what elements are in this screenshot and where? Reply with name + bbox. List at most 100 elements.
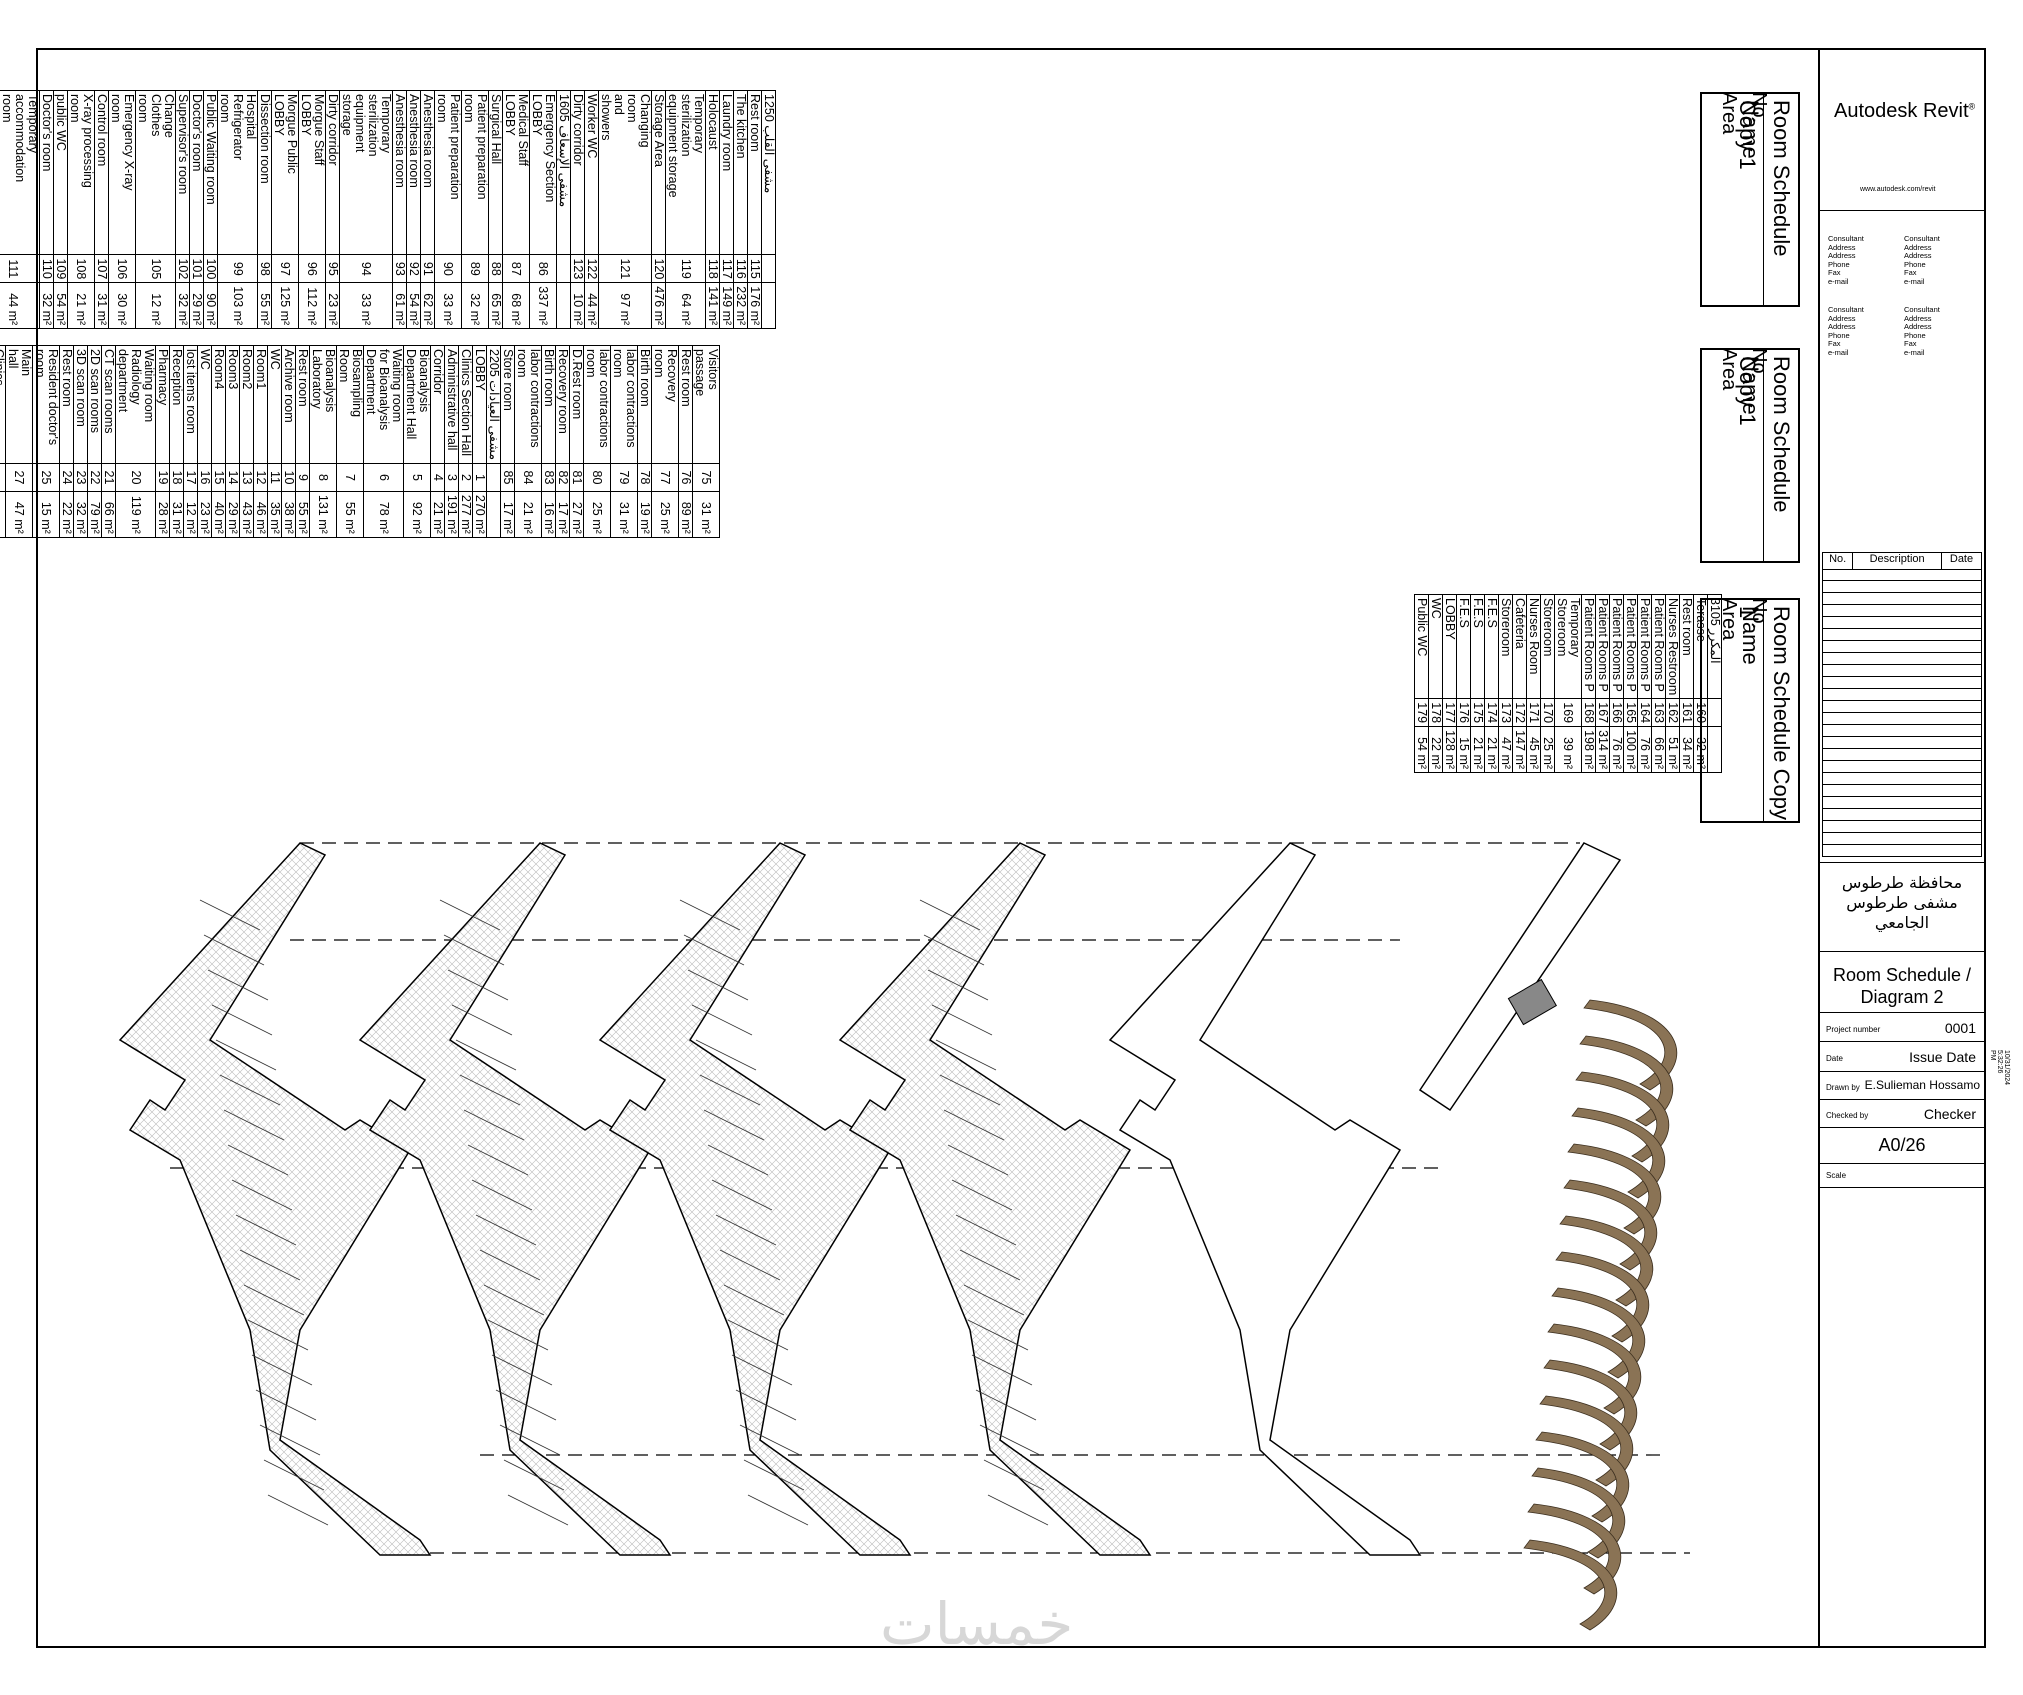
partition-wall <box>203 934 265 966</box>
drawn-by-value: E.Sulieman Hossamo <box>1864 1078 1980 1092</box>
floor-outline <box>838 842 1152 1556</box>
partition-wall <box>259 1424 321 1456</box>
partition-wall <box>507 1494 569 1526</box>
partition-wall <box>491 1354 553 1386</box>
checked-by-label: Checked by <box>1826 1111 1869 1120</box>
project-name-line-1: محافظة طرطوس <box>1841 873 1963 892</box>
partition-wall <box>739 1424 801 1456</box>
partition-wall <box>959 1249 1021 1281</box>
autodesk-revit-logo: Autodesk Revit® <box>1834 100 1975 123</box>
consultant-line: Address <box>1904 242 1932 252</box>
roof-rib <box>1555 1251 1650 1343</box>
project-number-row: Project number 0001 <box>1820 1013 1984 1042</box>
partition-wall <box>967 1319 1029 1351</box>
consultant-line: Address <box>1904 251 1932 260</box>
partition-wall <box>207 969 269 1001</box>
partition-wall <box>463 1109 525 1141</box>
partition-wall <box>695 1039 757 1071</box>
checked-by-value: Checker <box>1923 1106 1976 1122</box>
partition-wall <box>243 1284 305 1316</box>
partition-wall <box>935 1039 997 1071</box>
partition-wall <box>931 1004 993 1036</box>
consultant-line: Address <box>1828 322 1856 331</box>
project-name-line-2: مشفى طرطوس <box>1846 893 1958 912</box>
partition-wall <box>943 1109 1005 1141</box>
partition-wall <box>239 1249 301 1281</box>
partition-wall <box>987 1494 1049 1526</box>
consultant-line: Phone <box>1828 259 1850 269</box>
floor-outline <box>358 842 672 1556</box>
revision-header-cell: Description <box>1853 553 1942 569</box>
consultant-line: Phone <box>1904 330 1926 340</box>
partition-wall <box>735 1389 797 1421</box>
brand-mark: ® <box>1968 101 1976 112</box>
partition-wall <box>255 1389 317 1421</box>
floor-outline <box>1108 842 1422 1556</box>
roof-rib <box>1579 1035 1674 1127</box>
consultant-line: Fax <box>1904 268 1917 277</box>
roof-rib <box>1551 1287 1646 1379</box>
partition-wall <box>459 1074 521 1106</box>
floor-plate <box>118 842 432 1556</box>
floor-outline <box>598 842 912 1556</box>
roof-rib <box>1539 1395 1634 1487</box>
partition-wall <box>487 1319 549 1351</box>
consultant-line: e-mail <box>1904 276 1925 286</box>
roof-rib <box>1571 1107 1666 1199</box>
consultant-line: Consultant <box>1904 305 1940 314</box>
partition-wall <box>443 934 505 966</box>
sheet-title: Room Schedule / Diagram 2 <box>1820 958 1984 1013</box>
roof-equipment-box <box>1507 978 1558 1026</box>
consultant-line: e-mail <box>1828 276 1849 286</box>
partition-wall <box>919 899 981 931</box>
partition-wall <box>939 1074 1001 1106</box>
project-number-value: 0001 <box>1944 1020 1976 1036</box>
revision-header-cell: Date <box>1949 553 1974 565</box>
partition-wall <box>951 1179 1013 1211</box>
partition-wall <box>479 1249 541 1281</box>
partition-wall <box>691 1004 753 1036</box>
roof-ribs <box>1523 999 1678 1631</box>
partition-wall <box>679 899 741 931</box>
partition-wall <box>927 969 989 1001</box>
revision-header-cell: No. <box>1823 553 1854 569</box>
project-panel: محافظة طرطوس مشفى طرطوس الجامعي <box>1820 862 1984 952</box>
partition-wall <box>231 1179 293 1211</box>
consultant-line: Phone <box>1904 259 1926 269</box>
revision-table: No.Description Date <box>1822 552 1982 857</box>
partition-wall <box>451 1004 513 1036</box>
partition-wall <box>711 1179 773 1211</box>
consultant-line: Address <box>1904 322 1932 331</box>
brand-name: Autodesk Revit <box>1834 100 1969 122</box>
partition-wall <box>719 1249 781 1281</box>
consultant-line: Consultant <box>1828 305 1864 314</box>
partition-wall <box>715 1214 777 1246</box>
title-block: Autodesk Revit® www.autodesk.com/revit C… <box>1818 48 1986 1648</box>
drawn-by-row: Drawn by E.Sulieman Hossamo <box>1820 1071 1984 1100</box>
consultant-line: Address <box>1828 251 1856 260</box>
sheet-number: A0/26 <box>1820 1127 1984 1164</box>
consultant-line: Address <box>1828 242 1856 252</box>
partition-wall <box>923 934 985 966</box>
partition-wall <box>747 1494 809 1526</box>
floor-plate <box>358 842 672 1556</box>
partition-wall <box>983 1459 1045 1491</box>
checked-by-row: Checked by Checker <box>1820 1099 1984 1128</box>
partition-wall <box>979 1424 1041 1456</box>
partition-wall <box>223 1109 285 1141</box>
partition-wall <box>743 1459 805 1491</box>
roof-rib <box>1523 1539 1618 1631</box>
partition-wall <box>455 1039 517 1071</box>
floor-plate <box>598 842 912 1556</box>
partition-wall <box>975 1389 1037 1421</box>
drawn-by-label: Drawn by <box>1826 1083 1860 1092</box>
scale-label: Scale <box>1826 1171 1847 1180</box>
consultant-line: Address <box>1828 313 1856 323</box>
partition-wall <box>483 1284 545 1316</box>
consultant-line: e-mail <box>1904 347 1925 357</box>
